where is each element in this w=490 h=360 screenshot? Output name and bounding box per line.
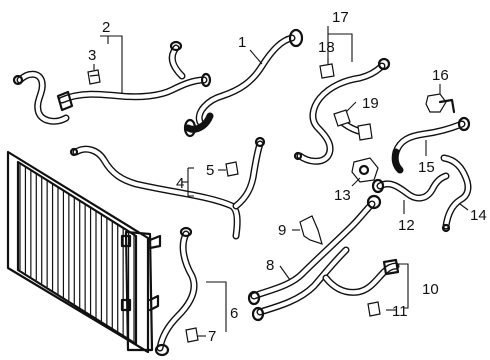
leader-lines [93,26,469,337]
part-10-pipe [322,258,400,296]
callout-16: 16 [432,67,449,84]
part-7-clamp [185,327,199,343]
part-18-clamp [319,63,335,79]
callout-2: 2 [102,19,110,36]
callout-12: 12 [398,217,415,234]
callout-labels: 1 2 3 4 5 6 7 8 9 10 11 12 13 14 15 16 1… [88,9,487,345]
callout-6: 6 [230,305,238,322]
part-19-pipe [333,109,373,141]
part-1-upper-hose [183,28,304,138]
callout-1: 1 [238,34,246,51]
part-3-clamp [87,69,101,85]
callout-17: 17 [332,9,349,26]
callout-4: 4 [176,175,184,192]
callout-3: 3 [88,47,96,64]
callout-15: 15 [418,159,435,176]
callout-9: 9 [278,222,286,239]
part-11-clamp [367,301,381,317]
part-4-thin-pipe [69,136,266,240]
callout-14: 14 [470,207,487,224]
part-12-hose [371,172,450,202]
part-17-hose [293,57,391,165]
callout-8: 8 [266,257,274,274]
part-15-hose [391,116,471,174]
part-14-thin-pipe [440,154,472,233]
callout-11: 11 [392,303,408,320]
callout-10: 10 [422,281,439,298]
radiator [6,150,162,354]
part-6-lower-hose [154,226,198,357]
part-2-long-hose [12,40,212,125]
part-5-clamp [225,161,239,177]
part-8-pipe-assembly [247,194,382,322]
part-13-thermostat-housing [351,157,379,183]
callout-13: 13 [334,187,351,204]
part-9-bracket [299,215,323,245]
callout-5: 5 [206,162,214,179]
callout-18: 18 [318,39,335,56]
part-16-connector [425,93,456,114]
callout-19: 19 [362,95,379,112]
callout-7: 7 [208,328,216,345]
